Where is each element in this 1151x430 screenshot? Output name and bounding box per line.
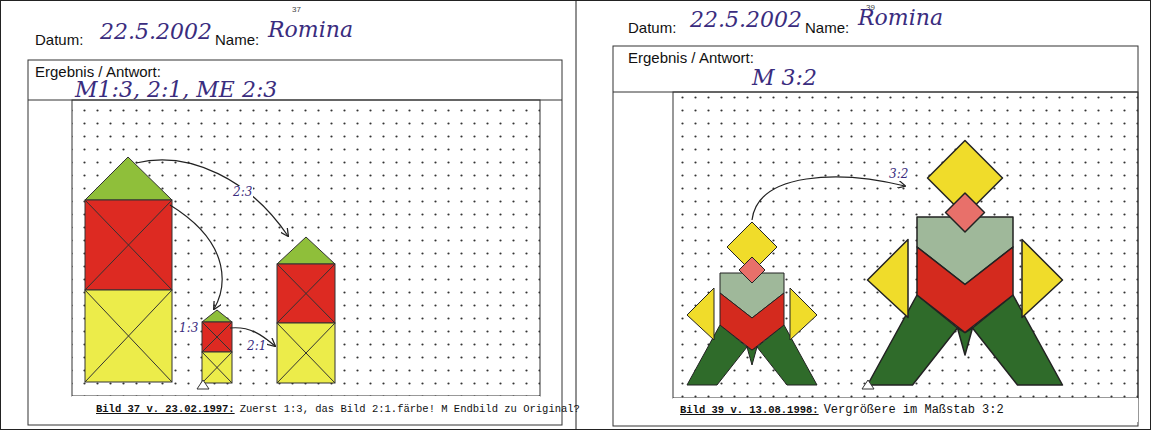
field-label: Name: <box>215 32 259 49</box>
handwritten-answer: M 3:2 <box>752 66 817 90</box>
handwritten-answer: M1:3, 2:1, ME 2:3 <box>75 78 277 102</box>
task-text: Vergrößere im Maßstab 3:2 <box>824 404 1004 417</box>
scale-label: 2:1 <box>246 340 267 353</box>
scale-label: 2:3 <box>232 186 253 199</box>
task-text: Zuerst 1:3, das Bild 2:1.färbe! M Endbil… <box>240 404 580 416</box>
field-label: Datum: <box>35 32 83 49</box>
scale-label: 1:3 <box>178 322 199 335</box>
task-reference: Bild 37 v. 23.02.1997: <box>96 404 235 416</box>
field-label: Datum: <box>628 20 676 37</box>
field-label: Name: <box>805 20 849 37</box>
task-reference: Bild 39 v. 13.08.1998: <box>680 405 819 417</box>
scale-label: 3:2 <box>888 168 909 181</box>
handwritten-date: 22.5.2002 <box>100 20 212 44</box>
page-number: 37 <box>292 6 301 15</box>
handwritten-date: 22.5.2002 <box>690 8 802 32</box>
field-label: Ergebnis / Antwort: <box>628 50 754 67</box>
handwritten-name: Romina <box>268 18 353 42</box>
handwritten-name: Romina <box>858 6 943 30</box>
